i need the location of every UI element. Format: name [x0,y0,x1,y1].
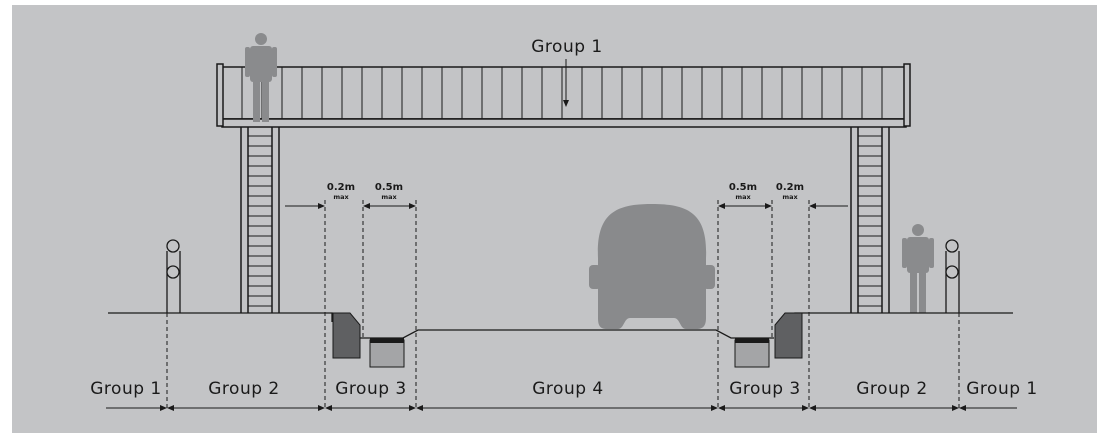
left-curb-offset-label: 0.2m [327,182,355,193]
zone-span-arrows [106,405,1017,411]
left-stair-steps [248,135,272,307]
left-drain-width-max: max [381,193,397,201]
overpass-left-end-cap [216,63,224,127]
zone-label-right-group-2: Group 2 [856,379,927,399]
right-drain [734,338,770,368]
left-drain [369,338,405,368]
overpass-group-label: Group 1 [531,37,602,57]
overpass-deck [221,118,907,128]
zone-label-left-group-1: Group 1 [90,379,161,399]
railing-balusters [241,67,883,119]
person-on-overpass-icon [245,33,277,122]
pedestrian-overpass [216,63,911,128]
right-drain-width-label: 0.5m [729,182,757,193]
right-curb-offset-max: max [782,193,798,201]
zone-label-left-group-3: Group 3 [335,379,406,399]
overpass-right-end-cap [903,63,911,127]
zone-label-left-group-2: Group 2 [208,379,279,399]
vehicle-icon [589,204,715,329]
right-curb-offset-label: 0.2m [776,182,804,193]
overpass-pointer-arrow [563,59,569,107]
left-curb [332,312,361,359]
person-on-sidewalk-icon [902,224,934,313]
left-drain-width-label: 0.5m [375,182,403,193]
zone-label-right-group-1: Group 1 [966,379,1037,399]
right-stair-tower [850,127,890,313]
left-curb-offset-max: max [333,193,349,201]
zone-label-right-group-3: Group 3 [729,379,800,399]
zone-label-group-4: Group 4 [532,379,603,399]
right-curb [774,312,803,359]
right-drain-width-max: max [735,193,751,201]
right-bollard-icon [945,239,960,313]
clearance-dimension-arrows [285,203,848,209]
zone-boundary-lines [166,200,960,410]
left-stair-tower [240,127,280,313]
background-panel [12,5,1097,433]
right-stair-steps [858,135,882,307]
left-bollard-icon [166,239,181,313]
